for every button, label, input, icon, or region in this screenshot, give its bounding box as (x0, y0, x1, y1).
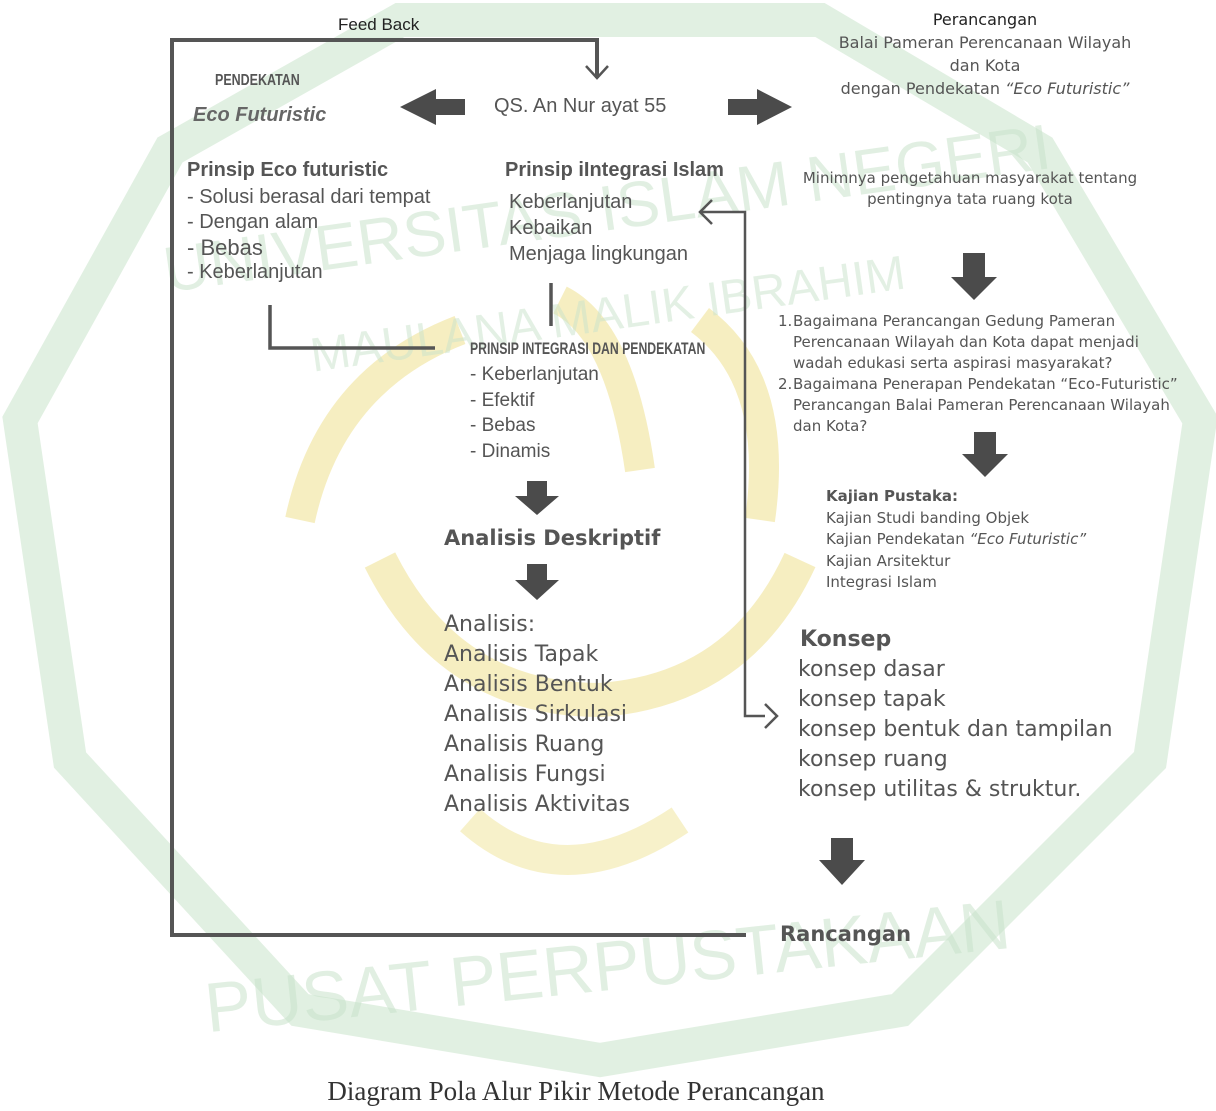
prinsip-eco-item: - Bebas (187, 235, 263, 260)
analisis-item: Analisis Aktivitas (444, 792, 630, 817)
kajian-item: Kajian Arsitektur (826, 551, 951, 570)
eco-connector-line (268, 305, 435, 350)
masalah-line2: pentingnya tata ruang kota (867, 190, 1073, 208)
feedback-loop-line (170, 38, 746, 937)
feedback-label: Feed Back (338, 15, 420, 34)
konsep-list: konsep dasar konsep tapak konsep bentuk … (798, 655, 1113, 805)
kajian-block: Kajian Pustaka: Kajian Studi banding Obj… (826, 486, 1086, 594)
prinsip-integrasi-heading: PRINSIP INTEGRASI DAN PENDEKATAN (470, 339, 706, 358)
prinsip-islam-heading: Prinsip iIntegrasi Islam (505, 159, 724, 181)
prinsip-integrasi-item: - Keberlanjutan (470, 364, 599, 385)
rumusan-q2-number: 2. (778, 375, 793, 393)
kajian-item: Kajian Studi banding Objek (826, 508, 1030, 527)
prinsip-integrasi-item: - Dinamis (470, 440, 551, 462)
diagram-caption: Diagram Pola Alur Pikir Metode Perancang… (327, 1076, 825, 1106)
arrow-right-block (728, 89, 792, 125)
return-chevron-left (698, 199, 713, 225)
konsep-heading: Konsep (800, 627, 892, 652)
arrow-left-block (400, 89, 465, 125)
prinsip-eco-item: - Keberlanjutan (187, 261, 323, 283)
kajian-item2-prefix: Kajian Pendekatan (826, 530, 970, 548)
perancangan-title-line3: dan Kota (949, 56, 1021, 75)
rumusan-q1-number: 1. (778, 312, 793, 330)
prinsip-integrasi-item: - Efektif (470, 389, 535, 411)
prinsip-islam-item: Menjaga lingkungan (509, 243, 689, 265)
arrow-down-4 (515, 564, 559, 600)
perancangan-title-line1: Perancangan (932, 10, 1038, 29)
konsep-item: konsep bentuk dan tampilan (798, 717, 1113, 742)
prinsip-eco-heading: Prinsip Eco futuristic (187, 159, 389, 181)
perancangan-title-line4-prefix: dengan Pendekatan (840, 79, 1006, 98)
analisis-item: Analisis Ruang (444, 732, 605, 757)
arrow-down-1 (951, 253, 997, 300)
analisis-item: Analisis Fungsi (444, 762, 606, 787)
kajian-heading: Kajian Pustaka: (826, 487, 959, 505)
prinsip-eco-item: - Solusi berasal dari tempat (187, 186, 431, 208)
analisis-item: Analisis Tapak (444, 642, 599, 667)
feedback-chevron (585, 65, 609, 80)
prinsip-islam-item: Kebaikan (509, 217, 593, 239)
arrow-down-5 (819, 838, 865, 885)
masalah-line1: Minimnya pengetahuan masyarakat tentang (802, 169, 1138, 187)
konsep-item: konsep ruang (798, 747, 948, 772)
rumusan-q1-line: Perencanaan Wilayah dan Kota dapat menja… (793, 333, 1139, 351)
prinsip-islam-item: Keberlanjutan (509, 191, 633, 213)
analisis-list: Analisis: Analisis Tapak Analisis Bentuk… (444, 610, 630, 820)
rumusan-q2-line: dan Kota? (793, 417, 868, 435)
prinsip-eco-item: - Dengan alam (187, 211, 319, 233)
konsep-item: konsep utilitas & struktur. (798, 777, 1082, 802)
perancangan-title-line4-italic: “Eco Futuristic” (1005, 79, 1130, 98)
prinsip-eco-list: - Solusi berasal dari tempat - Dengan al… (187, 185, 430, 285)
konsep-item: konsep dasar (798, 657, 945, 682)
perancangan-title-line2: Balai Pameran Perencanaan Wilayah (838, 33, 1132, 52)
kajian-item: Kajian Pendekatan “Eco Futuristic” (826, 529, 1086, 551)
perancangan-title-block: Perancangan Balai Pameran Perencanaan Wi… (810, 8, 1160, 100)
pendekatan-heading: PENDEKATAN (215, 72, 300, 89)
rumusan-q2-line: Bagaimana Penerapan Pendekatan “Eco-Futu… (793, 375, 1178, 393)
prinsip-integrasi-item: - Bebas (470, 415, 536, 436)
rumusan-q2-line: Perancangan Balai Pameran Perencanaan Wi… (793, 396, 1170, 414)
perancangan-title-line4: dengan Pendekatan “Eco Futuristic” (810, 77, 1160, 100)
pendekatan-name: Eco Futuristic (193, 104, 327, 126)
arrow-down-2 (962, 432, 1008, 477)
qs-label: QS. An Nur ayat 55 (494, 95, 667, 117)
rumusan-q1-line: wadah edukasi serta aspirasi masyarakat? (793, 354, 1113, 372)
rumusan-block: 1. Bagaimana Perancangan Gedung Pameran … (778, 311, 1178, 437)
return-chevron-right (764, 703, 779, 729)
masalah-block: Minimnya pengetahuan masyarakat tentang … (790, 168, 1150, 210)
prinsip-islam-list: Keberlanjutan Kebaikan Menjaga lingkunga… (509, 189, 688, 267)
analisis-item: Analisis Sirkulasi (444, 702, 628, 727)
kajian-item2-italic: “Eco Futuristic” (969, 530, 1087, 548)
arrow-down-3 (515, 481, 559, 515)
prinsip-integrasi-list: - Keberlanjutan - Efektif - Bebas - Dina… (470, 362, 599, 464)
konsep-item: konsep tapak (798, 687, 946, 712)
rancangan-label: Rancangan (780, 922, 912, 946)
analisis-deskriptif-label: Analisis Deskriptif (444, 526, 661, 550)
analisis-item: Analisis: (444, 612, 536, 637)
analisis-item: Analisis Bentuk (444, 672, 613, 697)
kajian-item: Integrasi Islam (826, 573, 937, 591)
rumusan-q1-line: Bagaimana Perancangan Gedung Pameran (793, 312, 1116, 330)
return-line (700, 210, 765, 718)
